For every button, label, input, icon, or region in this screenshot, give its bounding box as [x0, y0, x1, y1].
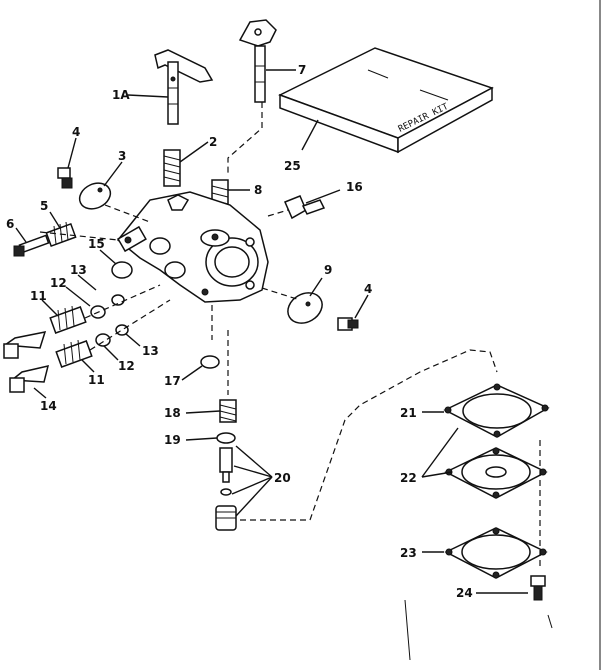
label-12-lower: 12	[118, 359, 135, 373]
spring-18-part	[219, 399, 237, 423]
repair-kit-box: REPAIR KIT	[278, 47, 494, 154]
label-11-upper: 11	[30, 289, 47, 303]
plug-17-part	[200, 355, 220, 369]
needle-spring-5-part	[45, 221, 77, 247]
dash-plate-9	[261, 287, 301, 301]
choke-plate-part	[78, 182, 112, 210]
needle-screw-14-part	[9, 364, 50, 393]
label-21: 21	[400, 406, 417, 420]
label-6: 6	[6, 217, 14, 231]
inlet-needle-20-part	[215, 447, 237, 531]
washer-19-part	[216, 432, 236, 444]
label-22: 22	[400, 471, 417, 485]
dash-plate-3	[104, 204, 151, 223]
dash-needle-11-lower	[89, 299, 171, 351]
label-7: 7	[298, 63, 306, 77]
part-labels: 1A 2 3 4 5 6 7 8 9 11 11 12 12 13 13 14 …	[6, 63, 473, 600]
label-24: 24	[456, 586, 473, 600]
diaphragm-22-part	[444, 447, 548, 499]
label-17: 17	[164, 374, 181, 388]
screw-4-top-part	[57, 167, 73, 189]
label-23: 23	[400, 546, 417, 560]
label-3: 3	[118, 149, 126, 163]
choke-dash-line	[227, 102, 263, 175]
oring-13-upper-part	[111, 294, 125, 306]
label-19: 19	[164, 433, 181, 447]
washer-12-lower-part	[95, 333, 111, 347]
throttle-shaft-part	[154, 49, 214, 125]
label-2: 2	[209, 135, 217, 149]
needle-spring-11-upper-part	[49, 305, 87, 334]
label-13-upper: 13	[70, 263, 87, 277]
dash-to-diaphragm	[240, 349, 498, 521]
carburetor-body-part	[116, 191, 269, 303]
label-12-upper: 12	[50, 276, 67, 290]
dash-fitting-16	[267, 209, 289, 217]
screw-24-part	[530, 575, 546, 601]
stray-line	[404, 599, 411, 661]
screw-4-right-part	[337, 317, 359, 331]
label-15: 15	[88, 237, 105, 251]
label-13-lower: 13	[142, 344, 159, 358]
needle-spring-11-lower-part	[55, 339, 93, 368]
fuel-fitting-part	[284, 195, 326, 220]
label-25: 25	[284, 159, 301, 173]
gasket-21-part	[443, 383, 550, 438]
dash-needle-5	[39, 231, 119, 241]
label-18: 18	[164, 406, 181, 420]
label-20: 20	[274, 471, 291, 485]
label-4-top: 4	[72, 125, 80, 139]
dash-needle-11-upper	[84, 284, 161, 319]
tick-mark	[547, 614, 553, 629]
label-14: 14	[40, 399, 57, 413]
label-1a: 1A	[112, 88, 130, 102]
spring-2-part	[163, 149, 181, 187]
label-9: 9	[324, 263, 332, 277]
oring-13-lower-part	[115, 324, 129, 336]
label-8: 8	[254, 183, 262, 197]
throttle-plate-part	[287, 292, 323, 324]
leader-lines	[15, 69, 528, 594]
needle-screw-left-part	[2, 331, 47, 359]
choke-shaft-part	[238, 19, 277, 103]
label-11-lower: 11	[88, 373, 105, 387]
label-16: 16	[346, 180, 363, 194]
label-4-right: 4	[364, 282, 372, 296]
needle-screw-6-part	[13, 234, 50, 257]
plug-15-part	[111, 261, 133, 279]
label-5: 5	[40, 199, 48, 213]
cover-23-part	[444, 527, 548, 579]
